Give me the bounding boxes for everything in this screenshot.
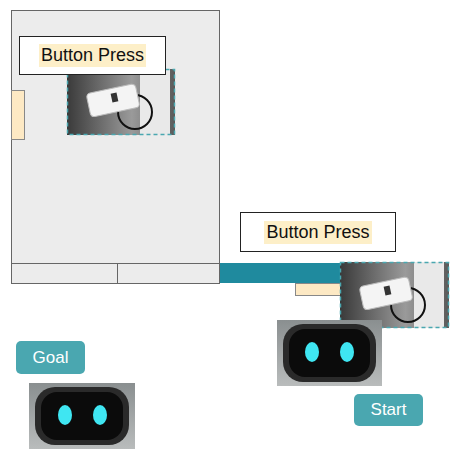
button-panel: [296, 284, 346, 296]
room: [12, 11, 220, 284]
node-label: Goal: [33, 348, 69, 368]
door-bar: [220, 263, 346, 283]
label-box: Button Press: [240, 212, 396, 252]
label-box: Button Press: [19, 36, 166, 75]
node-label: Button Press: [39, 44, 146, 67]
counter: [118, 264, 220, 284]
robot-arm-photo: [67, 69, 175, 135]
goal-tag: Goal: [16, 341, 85, 374]
robot-face: [29, 383, 135, 449]
node-label: Start: [371, 400, 407, 420]
counter: [12, 264, 118, 284]
start-tag: Start: [354, 394, 423, 426]
node-label: Button Press: [264, 221, 371, 244]
robot-arm-photo: [340, 262, 449, 328]
robot-face: [277, 320, 382, 386]
button-panel: [12, 91, 25, 140]
